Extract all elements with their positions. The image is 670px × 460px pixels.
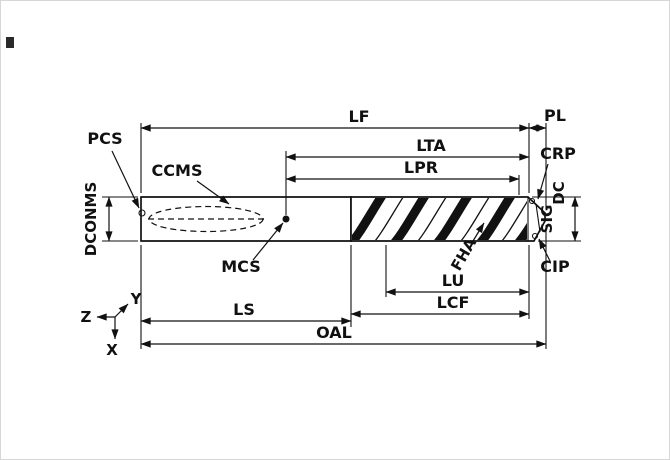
label-mcs: MCS (221, 257, 260, 276)
label-sig: SIG (538, 205, 556, 234)
leader-pcs (111, 150, 140, 209)
label-lcf: LCF (437, 293, 470, 312)
label-dconms: DCONMS (82, 182, 100, 257)
label-dc: DC (550, 181, 568, 204)
leader-fha (472, 222, 485, 242)
chisel-point-circle (531, 232, 539, 240)
axis-y-arrow (114, 303, 129, 318)
edge-artifact-mark (6, 37, 14, 48)
mcs-point-dot (282, 215, 290, 223)
leader-crp (537, 163, 549, 200)
leader-lines (111, 150, 551, 262)
label-lu: LU (442, 271, 465, 290)
label-lta: LTA (416, 136, 446, 155)
label-ls: LS (233, 300, 255, 319)
coordinate-axes (96, 303, 129, 340)
label-axis-y: Y (130, 290, 143, 308)
label-lpr: LPR (404, 158, 438, 177)
flute-spirals (352, 198, 527, 240)
dimension-lines (105, 124, 579, 348)
leader-ccms (196, 180, 230, 205)
pcs-point-circle (138, 209, 146, 217)
label-cip: CIP (540, 257, 570, 276)
label-axis-x: X (106, 341, 118, 359)
label-axis-z: Z (81, 308, 92, 326)
label-lf: LF (348, 107, 369, 126)
corner-radius-circle (528, 197, 536, 205)
chisel-edge-line (535, 203, 541, 233)
label-crp: CRP (540, 144, 576, 163)
leader-cip (538, 238, 551, 262)
label-oal: OAL (316, 323, 352, 342)
leader-mcs (252, 222, 284, 261)
label-pl: PL (544, 106, 566, 125)
label-ccms: CCMS (152, 161, 203, 180)
label-pcs: PCS (87, 129, 122, 148)
drill-body (138, 196, 546, 242)
